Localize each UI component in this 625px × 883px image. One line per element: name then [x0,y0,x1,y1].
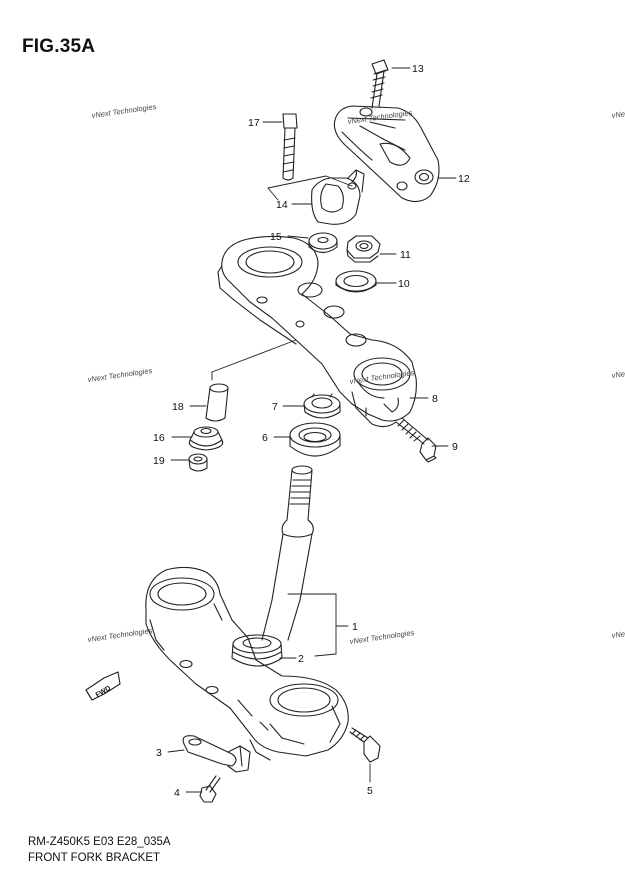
part-12-handlebar-clamp [333,105,440,203]
callout-15: 15 [270,231,282,243]
watermark-8: vNext Technologies [349,628,415,646]
part-13-bolt [370,59,389,109]
lower-steering-bracket [145,566,349,761]
callout-leaders [167,67,457,793]
callout-5: 5 [367,785,373,797]
callout-10: 10 [398,278,410,290]
watermark-7: vNext Technologies [87,626,153,644]
part-3-clamp [182,735,251,773]
callout-3: 3 [156,747,162,759]
callout-4: 4 [174,787,180,799]
callout-13: 13 [412,63,424,75]
forward-arrow-icon [85,671,121,701]
model-code: RM-Z450K5 E03 E28_035A [28,836,171,848]
part-16-grommet [188,426,224,451]
part-1-steering-stem [261,465,314,641]
figure-caption: FRONT FORK BRACKET [28,852,161,864]
part-6-bearing [289,422,341,457]
callout-19: 19 [153,455,165,467]
part-2-bearing [231,634,283,667]
callout-11: 11 [400,249,411,261]
callout-6: 6 [262,432,268,444]
figure-title: FIG.35A [22,36,96,57]
part-9-bolt [395,417,437,463]
callout-16: 16 [153,432,165,444]
part-5-bolt [349,727,381,763]
callout-1: 1 [352,621,358,633]
callout-14: 14 [276,199,288,211]
upper-steering-bracket [217,235,417,428]
part-18-collar [205,383,229,422]
callout-2: 2 [298,653,304,665]
watermark-9: vNext Technologies [611,622,625,640]
watermark-6: vNext Technologies [611,362,625,380]
callout-numbers: 13 17 12 14 15 11 10 8 18 7 16 6 9 19 1 … [153,63,470,799]
callout-12: 12 [458,173,470,185]
callout-7: 7 [272,401,278,413]
watermark-2: vNext Technologies [347,108,413,126]
callout-9: 9 [452,441,458,453]
callout-17: 17 [248,117,260,129]
part-15-washer [308,232,338,254]
watermark-1: vNext Technologies [91,102,157,120]
part-10-washer [335,270,377,293]
part-19-collar [188,453,208,472]
part-11-stem-nut [346,235,381,263]
part-14-handlebar-holder [311,169,365,225]
watermark-3: vNext Technologies [611,102,625,120]
part-7-dust-seal [303,393,341,419]
callout-18: 18 [172,401,184,413]
watermark-4: vNext Technologies [87,366,153,384]
part-17-bolt [282,113,298,181]
part-4-bolt [199,775,221,803]
callout-8: 8 [432,393,438,405]
